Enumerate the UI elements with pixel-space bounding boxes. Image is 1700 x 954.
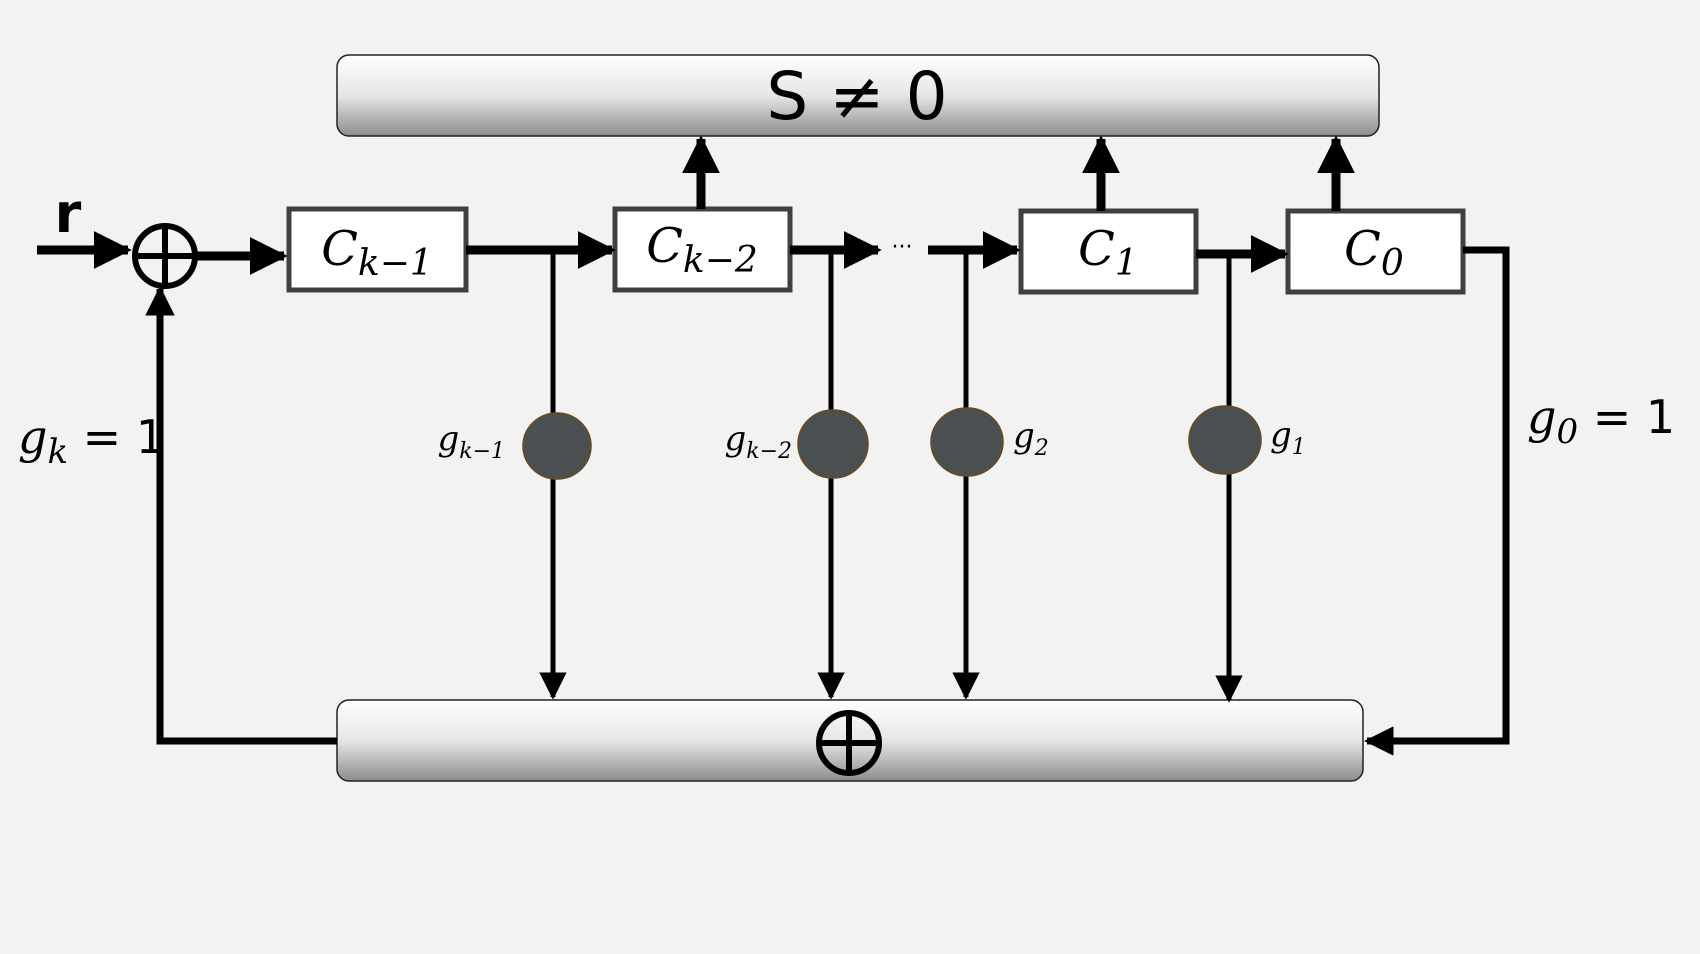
feedback-label-right: g0 = 1 <box>1527 390 1675 452</box>
input-xor-icon <box>132 223 198 289</box>
tap-label-g-k-1: gk−1 <box>437 419 505 464</box>
svg-text:C1: C1 <box>1078 221 1138 284</box>
svg-text:C0: C0 <box>1344 221 1404 284</box>
input-label: r <box>55 182 82 245</box>
svg-text:Ck−2: Ck−2 <box>646 218 758 281</box>
tap-label-g-2: g2 <box>1013 416 1049 461</box>
register-c-k-2: Ck−2 <box>612 206 793 293</box>
ellipsis: ··· <box>892 235 913 260</box>
svg-text:Ck−1: Ck−1 <box>321 221 433 284</box>
xor-sum-icon <box>816 710 882 776</box>
tap-node-g-1 <box>1188 405 1262 475</box>
feedback-path-right <box>1364 246 1510 756</box>
register-c-0: C0 <box>1285 208 1466 295</box>
feedback-label-left: gk = 1 <box>18 410 165 472</box>
tap-node-g-k-2 <box>797 409 869 479</box>
syndrome-label: S ≠ 0 <box>766 58 947 135</box>
feedback-path-left <box>145 286 337 745</box>
tap-label-g-1: g1 <box>1270 415 1306 460</box>
syndrome-bar: S ≠ 0 <box>336 54 1380 137</box>
register-c-1: C1 <box>1018 208 1199 295</box>
tap-node-g-k-1 <box>522 412 592 480</box>
register-c-k-1: Ck−1 <box>286 206 469 293</box>
tap-node-g-2 <box>930 407 1004 477</box>
xor-sum-bar <box>336 699 1364 782</box>
tap-label-g-k-2: gk−2 <box>724 419 792 464</box>
